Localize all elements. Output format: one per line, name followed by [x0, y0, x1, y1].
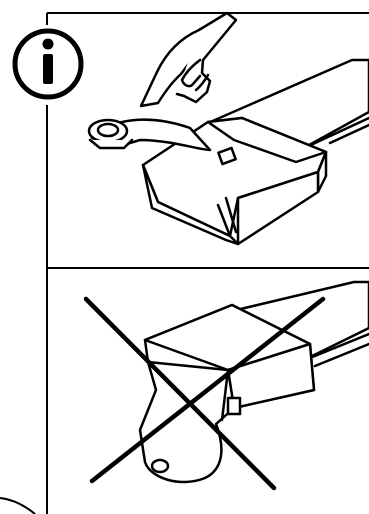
correct-usage-panel [89, 13, 369, 244]
pointing-hand-icon [141, 13, 236, 106]
incorrect-usage-panel [140, 282, 369, 482]
info-icon [15, 31, 81, 97]
corner-fragment [0, 498, 35, 514]
clamp-lever [89, 120, 210, 150]
